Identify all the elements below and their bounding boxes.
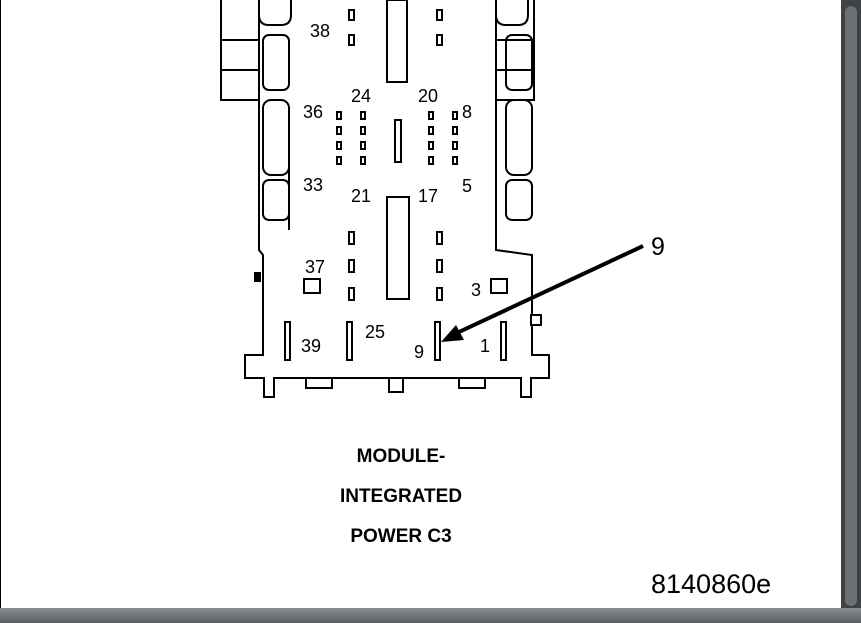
pin-label-36: 36 [303,102,323,122]
pin-label-33: 33 [303,175,323,195]
connector-body [220,0,550,398]
pin-label-38: 38 [310,21,330,41]
pin-label-17: 17 [418,186,438,206]
pin-label-1: 1 [480,336,490,356]
callout-label: 9 [651,233,665,261]
pin-label-39: 39 [301,336,321,356]
pin-label-20: 20 [418,86,438,106]
pin-label-25: 25 [365,322,385,342]
pin-label-9: 9 [414,342,424,362]
callout-arrow [441,244,644,342]
caption-line-1: MODULE- [356,446,446,467]
pin-label-24: 24 [351,86,371,106]
pin-label-5: 5 [462,176,472,196]
pin-label-37: 37 [305,257,325,277]
figure-id: 8140860e [651,569,772,599]
pin-label-8: 8 [462,102,472,122]
connector-diagram: 38 36 24 20 8 33 21 17 5 37 3 39 25 9 1 [220,0,665,398]
pin-labels: 38 36 24 20 8 33 21 17 5 37 3 39 25 9 1 [301,21,490,362]
viewer-bottom-edge [0,608,861,623]
pin-label-21: 21 [351,186,371,206]
scrollbar-thumb[interactable] [845,6,857,606]
pin-label-3: 3 [471,280,481,300]
caption-line-3: POWER C3 [350,526,452,547]
locking-tab [254,272,261,282]
document-page: 38 36 24 20 8 33 21 17 5 37 3 39 25 9 1 [0,0,842,608]
pin-cavities [284,9,508,361]
caption-line-2: INTEGRATED [339,486,463,507]
